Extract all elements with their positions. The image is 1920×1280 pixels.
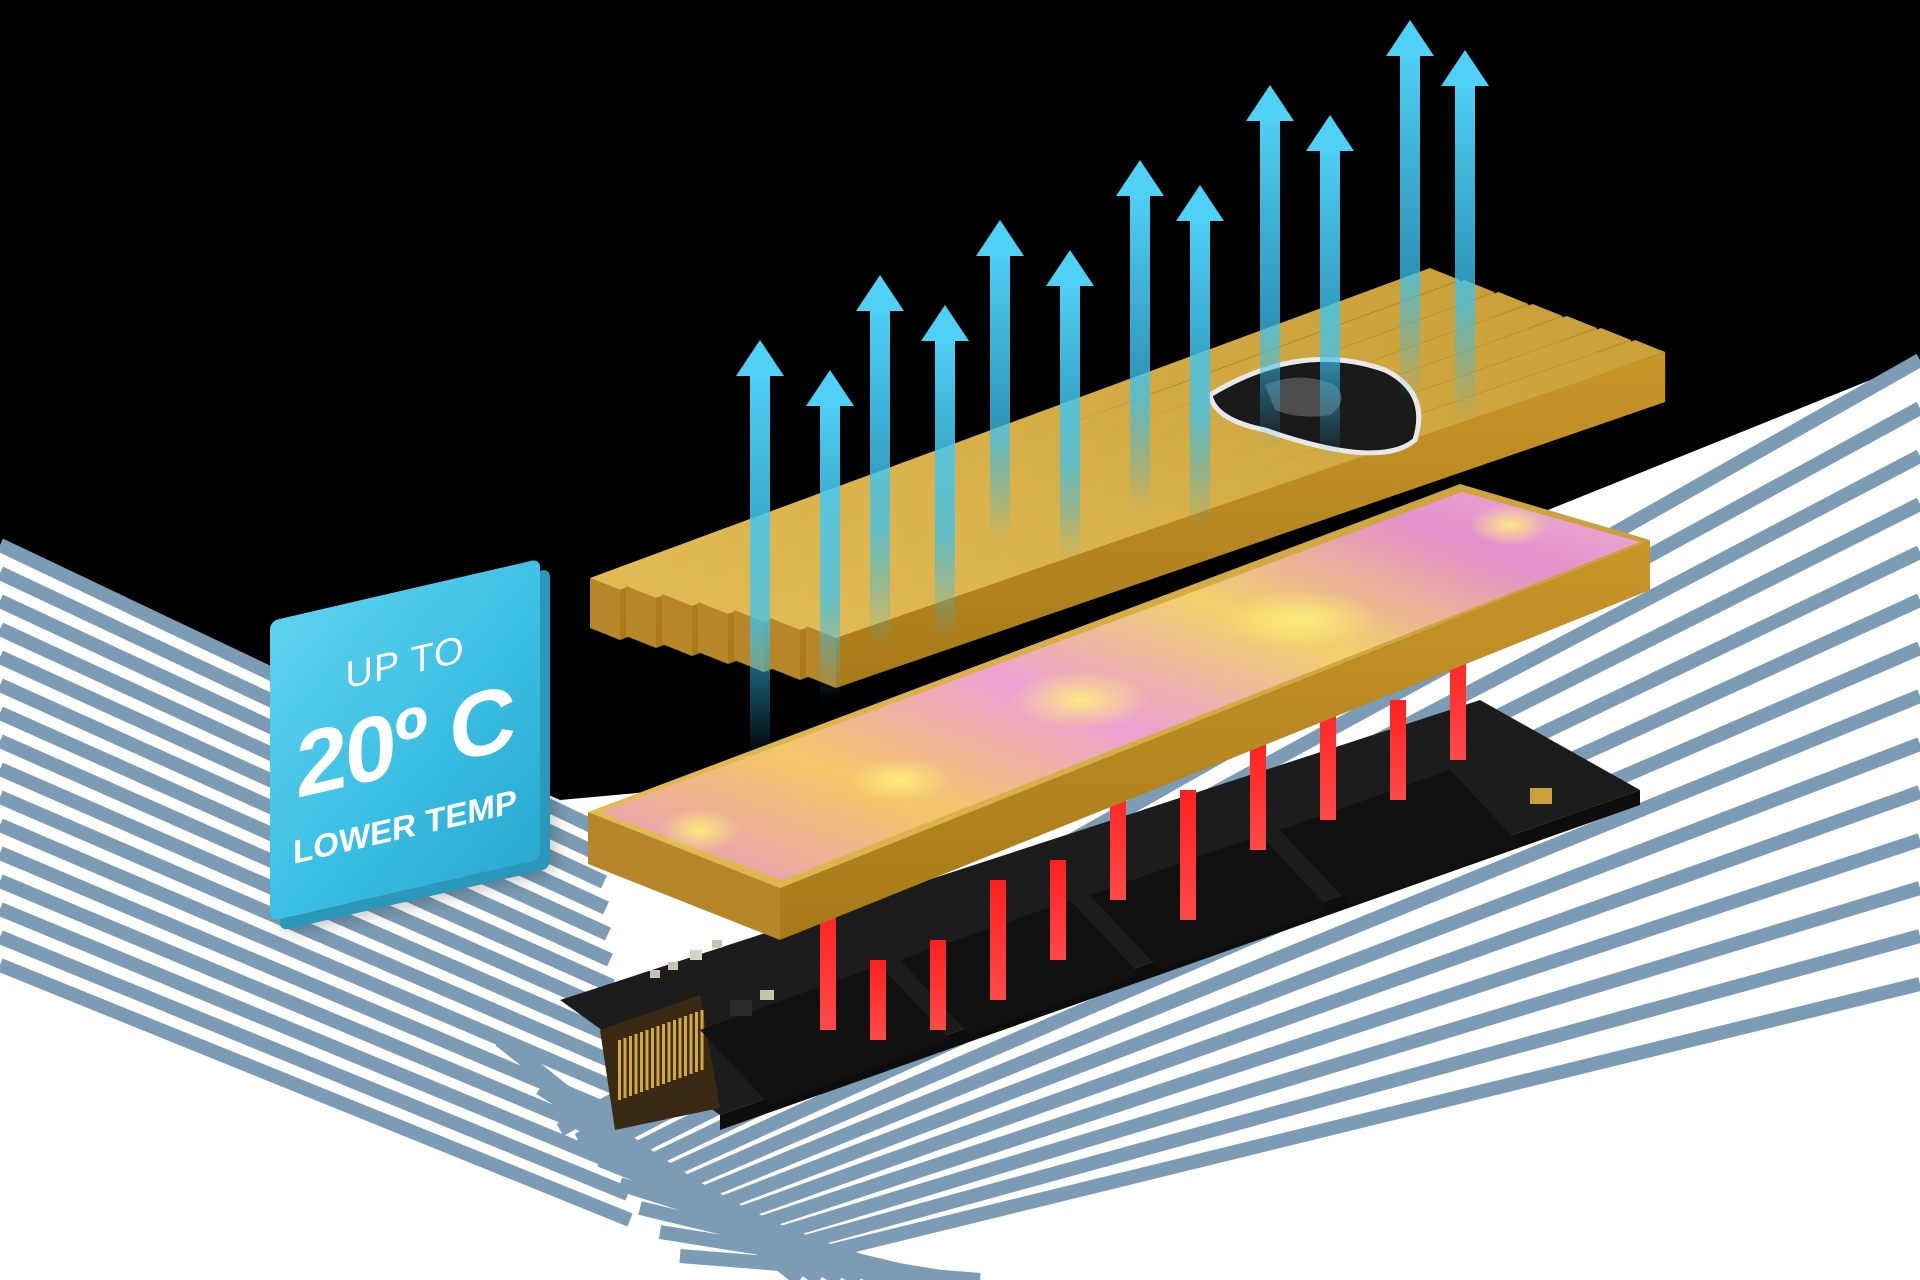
small-components — [650, 940, 774, 1016]
contact-pin — [634, 1034, 638, 1094]
cable-stripe — [679, 1249, 981, 1280]
nand-chips — [700, 770, 1520, 1105]
heat-arrows — [820, 640, 1466, 1040]
contact-pin — [667, 1022, 671, 1082]
thermal-pad — [588, 484, 1650, 940]
up-arrow-icon — [1176, 185, 1224, 530]
cable-stripe — [792, 977, 1920, 1267]
contact-pin — [640, 1032, 643, 1092]
cable-stripe — [737, 833, 1920, 1237]
up-arrow-icon — [1046, 250, 1094, 560]
cable-stripe — [755, 881, 1920, 1247]
heat-arrow-bar — [1050, 860, 1066, 960]
up-arrow-icon — [976, 220, 1024, 540]
cable-stripe — [0, 902, 629, 1175]
cable-stripe — [0, 930, 631, 1201]
heatsink-fin-end — [770, 618, 800, 680]
temperature-badge: UP TO 20º C LOWER TEMP — [270, 558, 540, 922]
contact-pin — [651, 1028, 654, 1088]
up-arrow-icon — [1246, 85, 1294, 450]
cable-stripe — [701, 737, 1920, 1217]
contact-pin — [623, 1038, 627, 1098]
contact-pin — [656, 1026, 660, 1086]
up-arrow-icon — [1386, 20, 1434, 400]
gold-contacts — [618, 1010, 704, 1100]
heat-arrow-bar — [1180, 790, 1196, 920]
contact-pin — [662, 1024, 665, 1084]
heatsink-fin-end — [626, 586, 656, 648]
heat-arrow-bar — [1110, 780, 1126, 900]
contact-pin — [700, 1010, 704, 1070]
heatsink-fin — [806, 340, 1666, 638]
heat-arrow-bar — [1390, 700, 1406, 800]
heatsink-fin-end — [698, 602, 728, 664]
up-arrow-icon — [806, 370, 854, 700]
cable-stripe — [0, 958, 633, 1227]
cable-stripe — [683, 689, 1920, 1207]
heat-arrow-bar — [1450, 640, 1466, 760]
heatsink-fin-face — [836, 352, 1666, 688]
contact-pin — [695, 1012, 698, 1072]
contact-pin — [629, 1036, 632, 1096]
heat-arrow-bar — [820, 900, 836, 1030]
up-arrow-icon — [856, 275, 904, 650]
up-arrow-icon — [1306, 115, 1354, 460]
contact-pin — [678, 1018, 682, 1078]
up-arrow-icon — [1116, 160, 1164, 510]
heat-arrow-bar — [1320, 690, 1336, 820]
contact-pin — [673, 1020, 676, 1080]
up-arrow-icon — [1441, 50, 1489, 420]
heatsink-fin-end — [662, 594, 692, 656]
cable-stripe — [719, 785, 1920, 1227]
heat-arrow-bar — [930, 940, 946, 1030]
contact-pin — [645, 1030, 649, 1090]
cooling-arrows — [736, 20, 1489, 760]
heatsink-fin — [590, 268, 1460, 590]
cable-stripe — [0, 874, 627, 1149]
cable-stripe — [0, 790, 621, 1071]
contact-pin — [689, 1014, 693, 1074]
heat-arrow-bar — [990, 880, 1006, 1000]
heat-arrow-bar — [870, 960, 886, 1040]
contact-pin — [618, 1040, 621, 1100]
contact-pin — [684, 1016, 687, 1076]
heatsink-fin-end — [590, 578, 620, 640]
cable-stripe — [0, 846, 625, 1123]
up-arrow-icon — [921, 305, 969, 640]
up-arrow-icon — [736, 340, 784, 760]
heat-arrow-bar — [1250, 740, 1266, 850]
cable-stripe — [774, 929, 1920, 1257]
pad-component — [1530, 788, 1552, 804]
